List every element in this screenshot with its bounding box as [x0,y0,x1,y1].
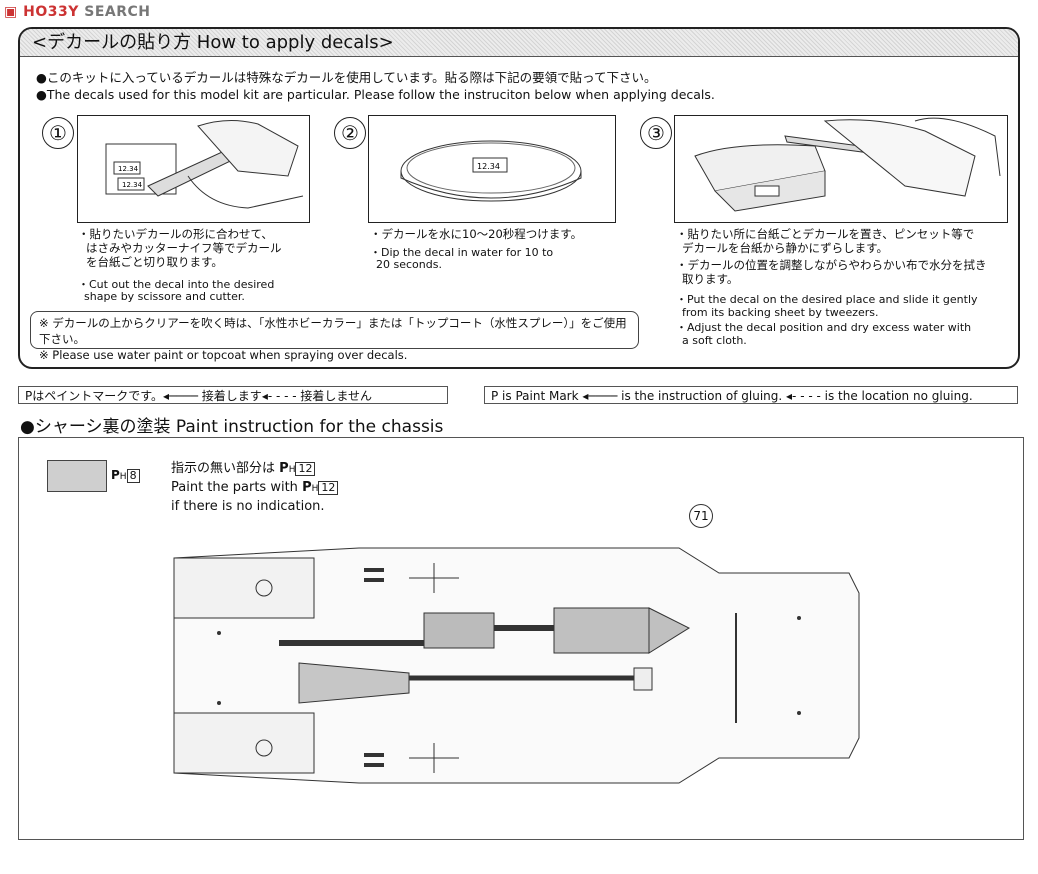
glue-arrow-icon: ◂──── [163,389,198,403]
step-1-text-jp: ・貼りたいデカールの形に合わせて、はさみやカッターナイフ等でデカールを台紙ごと切… [78,227,282,269]
step-2-illustration: 12.34 [368,115,616,223]
step-2-text-jp: ・デカールを水に10〜20秒程つけます。 [370,227,583,241]
floating-decal: 12.34 [477,162,500,171]
step-1-illustration: 12.34 12.34 [77,115,310,223]
step-3-illustration [674,115,1008,223]
step-3-text-en: ・Put the decal on the desired place and … [676,293,978,347]
decal-instructions-panel: <デカールの貼り方 How to apply decals> ●このキットに入っ… [18,27,1020,369]
step-3-number: ③ [640,117,672,149]
step-2-number: ② [334,117,366,149]
hobby-search-logo[interactable]: ▣ HO33Y SEARCH [4,4,151,20]
decal-note-en: ●The decals used for this model kit are … [36,87,715,102]
glue-arrow-icon: ◂──── [582,389,618,403]
spray-note-en: ※ Please use water paint or topcoat when… [39,348,408,362]
legend-en: P is Paint Mark ◂──── is the instruction… [484,386,1018,404]
logo-icon: ▣ [4,4,24,20]
step-1-number: ① [42,117,74,149]
chassis-section-title: ●シャーシ裏の塗装 Paint instruction for the chas… [20,417,444,437]
step-3-text-jp: ・貼りたい所に台紙ごとデカールを置き、ピンセット等でデカールを台紙から静かにずら… [676,227,987,286]
legend-jp: Pはペイントマークです。◂──── 接着します◂- - - - 接着しません [18,386,448,404]
decal-sample-2: 12.34 [122,181,143,189]
part-number-71: 71 [689,504,713,528]
chassis-underside-drawing [173,547,860,784]
decal-sample-1: 12.34 [118,165,139,173]
no-glue-arrow-icon: ◂- - - - [261,389,301,403]
applying-decal-drawing [694,117,1001,212]
spray-note-jp: ※ デカールの上からクリアーを吹く時は、「水性ホビーカラー」または「トップコート… [39,316,627,346]
cutting-decal-drawing: 12.34 12.34 [105,120,304,209]
water-dish-drawing: 12.34 [400,140,582,202]
no-glue-arrow-icon: ◂- - - - [786,389,825,403]
gray-paint-swatch [47,460,107,492]
spray-note-box: ※ デカールの上からクリアーを吹く時は、「水性ホビーカラー」または「トップコート… [30,311,639,362]
decal-section-title: <デカールの貼り方 How to apply decals> [20,29,1018,57]
decal-note-jp: ●このキットに入っているデカールは特殊なデカールを使用しています。貼る際は下記の… [36,70,657,85]
